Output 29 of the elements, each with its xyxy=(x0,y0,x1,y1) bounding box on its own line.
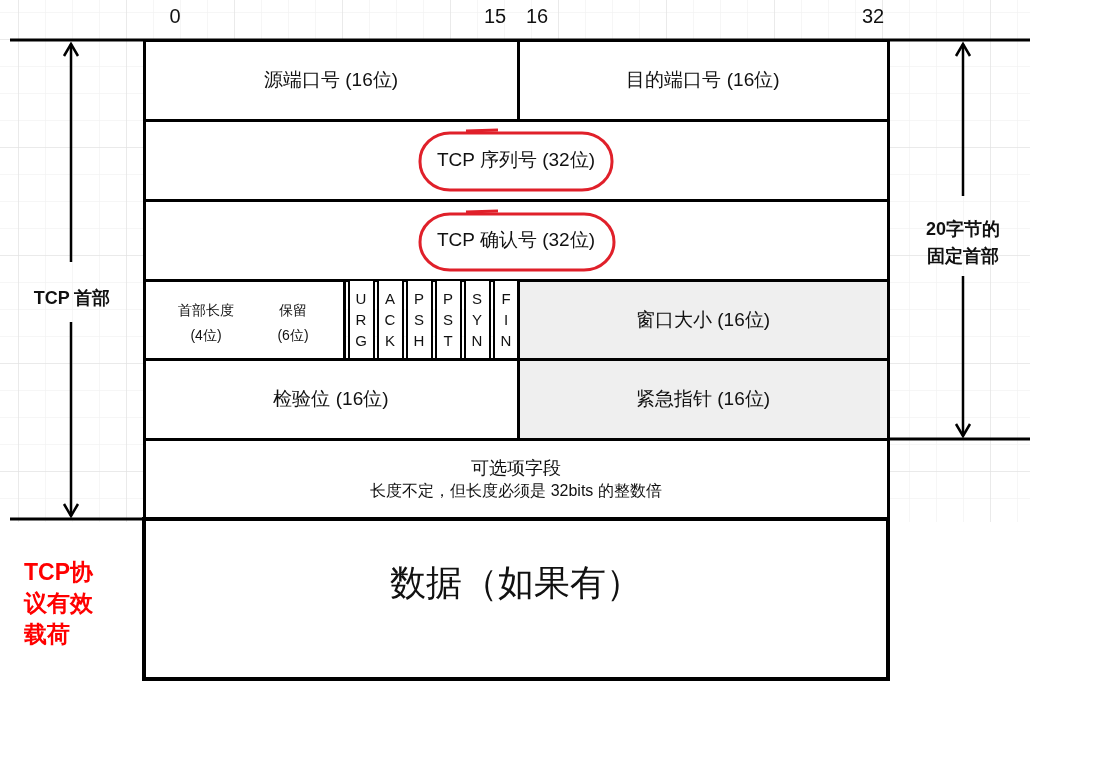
field-label: 窗口大小 (16位) xyxy=(635,307,771,332)
field-label: 目的端口号 (16位) xyxy=(626,68,780,92)
bit-number: 0 xyxy=(169,4,181,28)
flag-letters: PSH xyxy=(413,289,425,351)
field-label: 保留 (6位) xyxy=(276,301,310,345)
flag-letters: FIN xyxy=(500,289,512,351)
dimension-label: 20字节的固定首部 xyxy=(925,218,1001,268)
field-label: 源端口号 (16位) xyxy=(263,68,399,92)
field-label: 紧急指针 (16位) xyxy=(635,387,771,411)
field-cell xyxy=(516,278,890,361)
bit-number: 15 xyxy=(483,4,507,28)
field-label: 首部长度 (4位) xyxy=(177,301,235,345)
field-label: 可选项字段 xyxy=(471,457,561,480)
flag-letters: PST xyxy=(443,289,453,351)
dimension-label: TCP 首部 xyxy=(33,287,111,309)
field-note: 长度不定，但长度必须是 32bits 的整数倍 xyxy=(370,481,662,501)
field-label: 检验位 (16位) xyxy=(273,387,389,411)
flag-letters: ACK xyxy=(384,289,396,351)
flag-letters: SYN xyxy=(471,289,483,351)
field-cell xyxy=(142,38,520,122)
field-label: TCP 确认号 (32位) xyxy=(437,228,595,252)
payload-label: 数据（如果有） xyxy=(390,560,642,605)
flag-letters: URG xyxy=(355,289,367,351)
bit-number: 32 xyxy=(861,4,885,28)
payload-box xyxy=(142,517,890,681)
field-label: TCP 序列号 (32位) xyxy=(437,148,595,172)
side-note: TCP协议有效载荷 xyxy=(24,558,94,649)
bit-number: 16 xyxy=(525,4,549,28)
field-cell xyxy=(142,357,520,441)
